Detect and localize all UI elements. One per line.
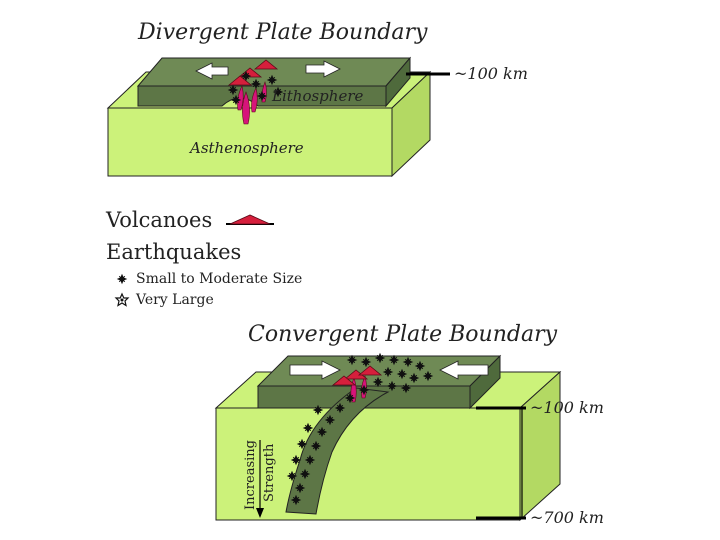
increasing-label: Increasing	[243, 440, 258, 510]
legend-volcano-icon	[229, 214, 271, 225]
legend-symbols	[114, 214, 274, 307]
subducting-slab	[285, 387, 390, 515]
divergent-title: Divergent Plate Boundary	[138, 20, 428, 45]
convergent-asthenosphere-side	[519, 370, 561, 522]
legend-earthquakes-label: Earthquakes	[106, 240, 242, 264]
divergent-depth-label: ~100 km	[454, 64, 528, 83]
asthenosphere-label: Asthenosphere	[190, 139, 304, 157]
lithosphere-label: Lithosphere	[272, 87, 364, 105]
convergent-lithosphere-side	[469, 354, 501, 410]
convergent-block	[214, 353, 562, 522]
convergent-arrow-right	[289, 360, 341, 380]
divergent-block	[106, 56, 450, 178]
legend-large-quake-label: Very Large	[136, 292, 214, 308]
convergent-depth-700-label: ~700 km	[530, 508, 604, 527]
convergent-depth-100-label: ~100 km	[530, 398, 604, 417]
divergent-lithosphere-side	[385, 56, 411, 108]
strength-arrowhead	[256, 508, 264, 518]
legend-small-quake-icon	[117, 274, 127, 284]
legend-large-quake-icon	[114, 292, 130, 307]
legend-volcanoes-label: Volcanoes	[106, 208, 213, 232]
divergent-asthenosphere-side	[391, 70, 431, 178]
divergent-magma	[237, 81, 267, 125]
divergent-arrow-left	[195, 62, 229, 80]
divergent-arrow-right	[305, 60, 341, 78]
legend-small-quake-label: Small to Moderate Size	[136, 271, 303, 287]
convergent-arrow-left	[439, 360, 489, 380]
strength-label: Strength	[262, 443, 277, 502]
convergent-title: Convergent Plate Boundary	[248, 322, 558, 347]
